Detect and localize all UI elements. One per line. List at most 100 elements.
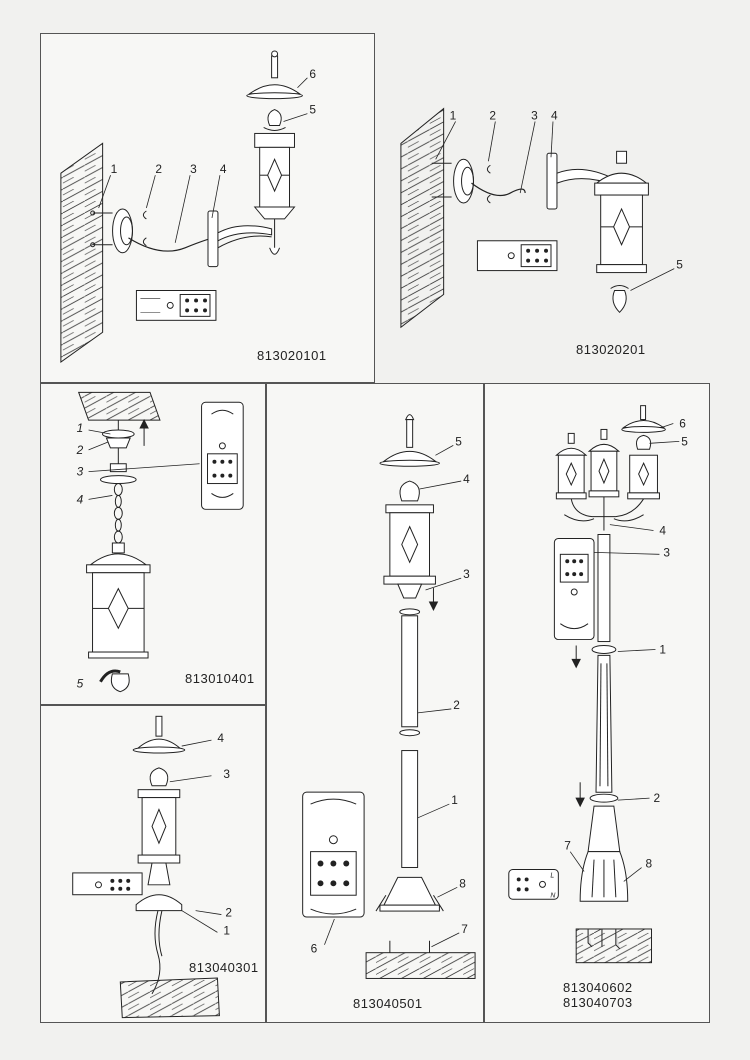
panel-post-tall: 5 4 3 2 1 6 7 8 813040501	[266, 383, 484, 1023]
lantern-cap	[246, 50, 303, 100]
callout-3: 3	[223, 767, 230, 781]
lantern-right	[627, 454, 660, 500]
bulb-icon	[399, 480, 420, 502]
lantern	[135, 789, 183, 912]
down-arrow-icon	[571, 645, 585, 808]
ceiling-canopy	[99, 420, 137, 485]
wall-dowels	[142, 210, 147, 247]
post-base	[579, 805, 629, 902]
callout-8: 8	[459, 876, 466, 890]
ground-foundation	[575, 928, 653, 964]
wall-lamp-left-diagram: 1 2 3 4 5 6	[60, 50, 316, 364]
product-code: 813040501	[353, 996, 423, 1011]
wall-screws	[90, 210, 113, 248]
callout-leaders	[88, 429, 200, 500]
terminal-block	[553, 537, 595, 641]
brick-wall	[60, 142, 104, 364]
lantern	[253, 132, 296, 255]
product-code: 813040301	[189, 960, 259, 975]
wall-bracket	[546, 152, 616, 210]
callout-1: 1	[451, 793, 458, 807]
post-triple-diagram: L N 6 5 4 3 1 2 7 8	[508, 405, 688, 964]
callout-5: 5	[455, 434, 462, 448]
panel-pillar-short: 4 3 2 1 813040301	[40, 705, 266, 1023]
lantern-left	[555, 432, 588, 500]
post-base	[379, 876, 440, 912]
down-arrow-icon	[428, 588, 439, 611]
product-code: 813020101	[257, 348, 327, 363]
callout-4: 4	[77, 492, 84, 506]
lantern-cap	[132, 715, 186, 754]
terminal-label-l: L	[550, 872, 554, 879]
callout-leaders	[169, 739, 222, 933]
panel-wall-lamp-left: 1 2 3 4 5 6 813020101	[40, 33, 375, 383]
callout-2: 2	[225, 906, 232, 920]
callout-3: 3	[531, 109, 538, 123]
pillar-short-diagram: 4 3 2 1	[72, 715, 232, 1019]
callout-4: 4	[220, 162, 227, 176]
chain	[113, 483, 123, 544]
lantern	[86, 542, 151, 659]
callout-6: 6	[679, 416, 686, 430]
lantern-cap	[379, 414, 440, 467]
brick-wall	[400, 107, 445, 329]
terminal-block	[302, 791, 365, 918]
lantern	[383, 504, 436, 599]
panel-post-triple: L N 6 5 4 3 1 2 7 8 813040602 813040703	[484, 383, 710, 1023]
product-code: 813020201	[576, 342, 646, 357]
wall-dowels	[486, 164, 491, 204]
callout-leaders	[569, 423, 680, 882]
panel-pendant: 1 2 3 4 5 813010401	[40, 383, 266, 705]
callout-7: 7	[564, 839, 571, 853]
lantern-cap	[621, 405, 666, 433]
ground-gravel	[365, 952, 476, 979]
callout-3: 3	[463, 567, 470, 581]
callout-4: 4	[551, 109, 558, 123]
bulb-icon	[610, 285, 629, 314]
up-arrow-icon	[139, 418, 149, 446]
terminal-block-small	[508, 869, 559, 900]
product-code-2: 813040703	[563, 995, 633, 1010]
callout-5: 5	[77, 677, 84, 691]
callout-leaders	[98, 77, 308, 243]
callout-leaders	[324, 445, 462, 948]
panel-wall-lamp-right: 1 2 3 4 5 813020201	[385, 33, 715, 373]
wall-screws	[431, 162, 452, 198]
callout-3: 3	[663, 545, 670, 559]
callout-1: 1	[223, 923, 230, 937]
post-tall-diagram: 5 4 3 2 1 6 7 8	[302, 414, 476, 979]
ceiling	[77, 391, 161, 421]
callout-4: 4	[659, 524, 666, 538]
callout-1: 1	[450, 109, 457, 123]
callout-2: 2	[453, 698, 460, 712]
callout-1: 1	[659, 642, 666, 656]
ground-base	[119, 977, 220, 1019]
callout-6: 6	[309, 67, 316, 81]
terminal-block	[476, 240, 558, 272]
product-code-1: 813040602	[563, 980, 633, 995]
mounting-plate	[453, 158, 474, 204]
terminal-block	[201, 401, 244, 510]
callout-2: 2	[155, 162, 162, 176]
callout-4: 4	[463, 472, 470, 486]
callout-2: 2	[653, 791, 660, 805]
bulb-icon	[263, 109, 286, 131]
bulb-icon	[149, 767, 169, 787]
post-pole	[589, 534, 619, 803]
wall-lamp-right-diagram: 1 2 3 4 5	[400, 107, 683, 329]
wire	[471, 182, 526, 197]
callout-4: 4	[217, 731, 224, 745]
terminal-label-n: N	[550, 892, 555, 899]
callout-1: 1	[111, 162, 118, 176]
terminal-block	[135, 290, 217, 321]
callout-3: 3	[190, 162, 197, 176]
wall-bracket	[207, 210, 273, 268]
callout-8: 8	[646, 857, 653, 871]
product-code: 813010401	[185, 671, 255, 686]
callout-2: 2	[489, 109, 496, 123]
pendant-diagram: 1 2 3 4 5	[76, 391, 244, 693]
mounting-plate	[112, 208, 133, 254]
callout-2: 2	[76, 443, 84, 457]
callout-3: 3	[77, 465, 84, 479]
callout-5: 5	[676, 258, 683, 272]
